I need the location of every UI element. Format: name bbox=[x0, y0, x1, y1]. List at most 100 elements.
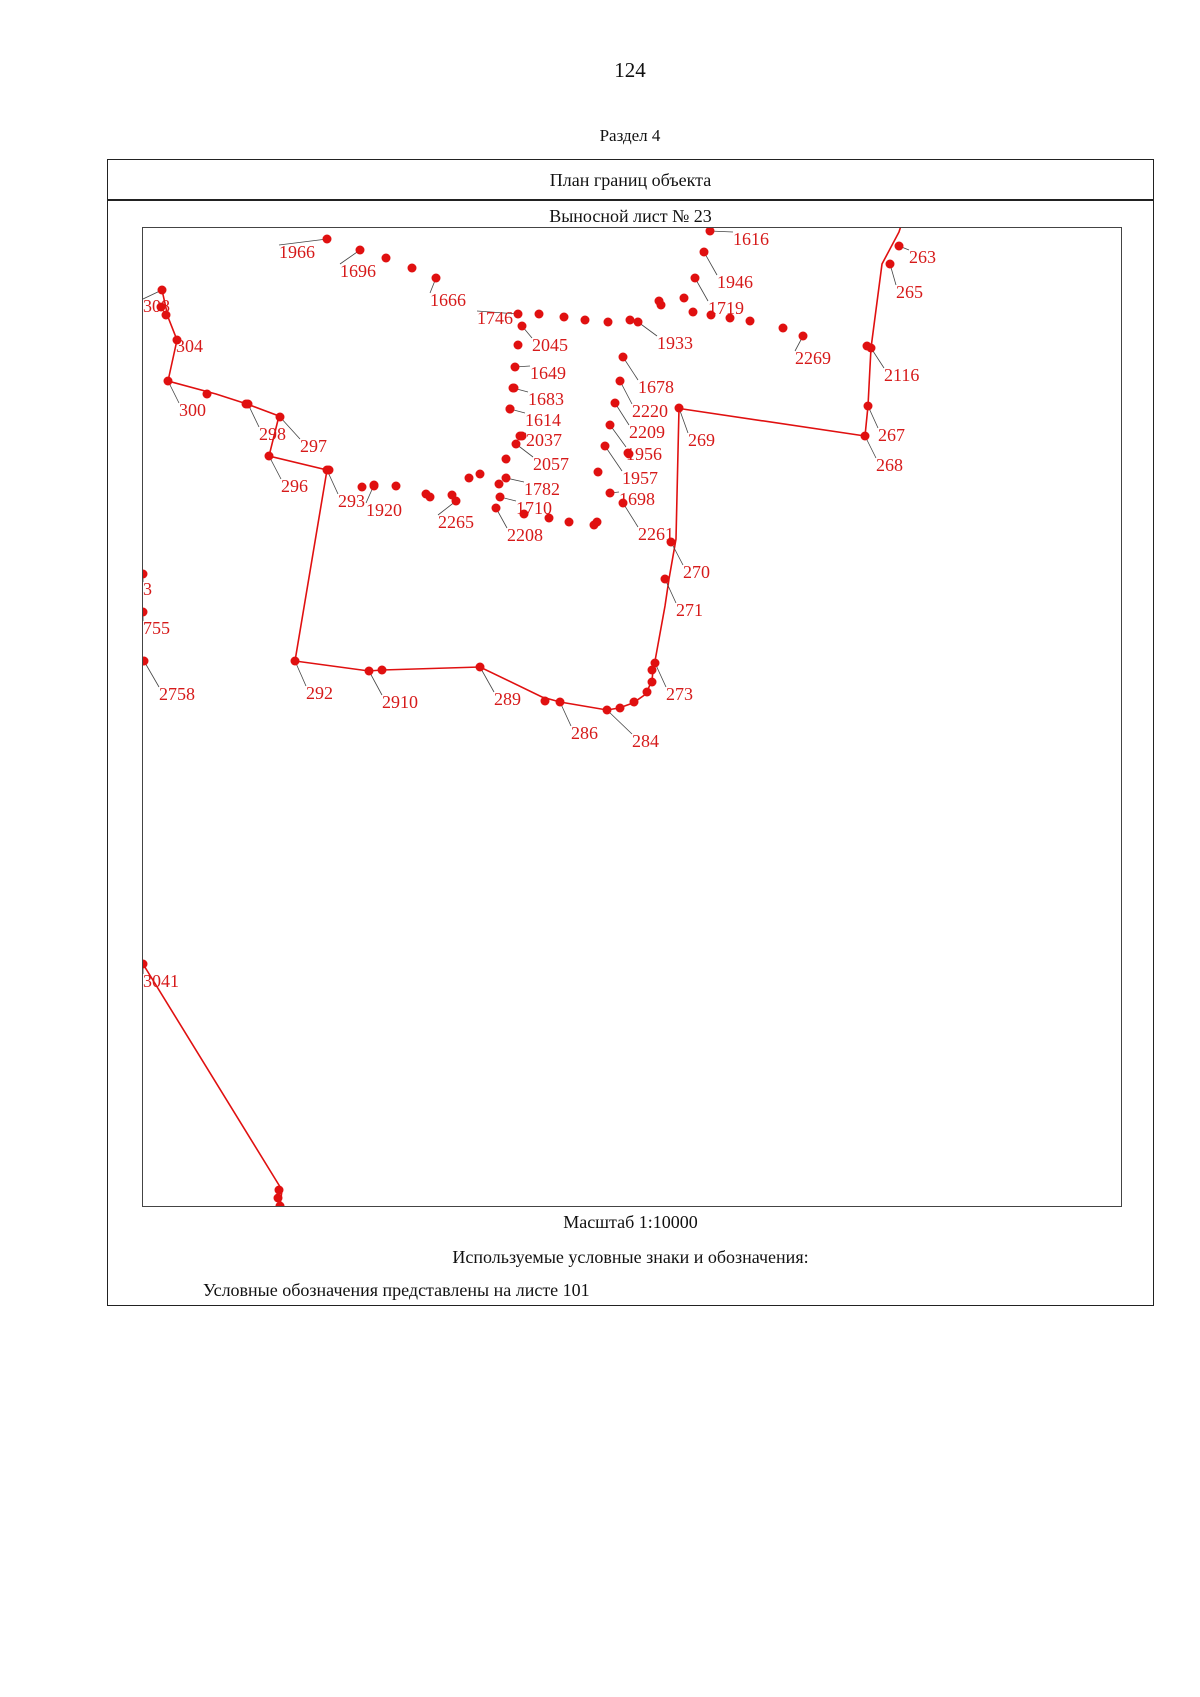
boundary-point-1666[interactable] bbox=[431, 273, 441, 283]
boundary-point-1678[interactable] bbox=[618, 352, 628, 362]
boundary-point-unlabeled-37[interactable] bbox=[593, 467, 603, 477]
boundary-point-1782[interactable] bbox=[501, 473, 511, 483]
boundary-point-284[interactable] bbox=[602, 705, 612, 715]
boundary-point-755[interactable] bbox=[143, 607, 148, 617]
boundary-point-1957[interactable] bbox=[600, 441, 610, 451]
boundary-point-2269[interactable] bbox=[798, 331, 808, 341]
boundary-point-2045[interactable] bbox=[517, 321, 527, 331]
boundary-point-267[interactable] bbox=[863, 401, 873, 411]
boundary-point-268[interactable] bbox=[860, 431, 870, 441]
boundary-point-unlabeled-34[interactable] bbox=[564, 517, 574, 527]
boundary-point-unlabeled-50[interactable] bbox=[161, 310, 171, 320]
boundary-point-2261[interactable] bbox=[618, 498, 628, 508]
boundary-point-unlabeled-10[interactable] bbox=[679, 293, 689, 303]
boundary-point-300[interactable] bbox=[163, 376, 173, 386]
boundary-point-270[interactable] bbox=[666, 537, 676, 547]
boundary-point-3[interactable] bbox=[143, 569, 148, 579]
boundary-point-unlabeled-14[interactable] bbox=[745, 316, 755, 326]
boundary-point-unlabeled-42[interactable] bbox=[629, 697, 639, 707]
boundary-point-unlabeled-41[interactable] bbox=[642, 687, 652, 697]
boundary-point-unlabeled-52[interactable] bbox=[273, 1193, 283, 1203]
boundary-point-unlabeled-22[interactable] bbox=[501, 454, 511, 464]
boundary-point-unlabeled-53[interactable] bbox=[275, 1201, 285, 1208]
boundary-point-unlabeled-5[interactable] bbox=[580, 315, 590, 325]
boundary-point-3041[interactable] bbox=[143, 959, 148, 969]
boundary-point-265[interactable] bbox=[885, 259, 895, 269]
boundary-point-unlabeled-29[interactable] bbox=[391, 481, 401, 491]
boundary-point-2057[interactable] bbox=[511, 439, 521, 449]
scale-label: Масштаб 1:10000 bbox=[563, 1212, 698, 1232]
boundary-point-unlabeled-48[interactable] bbox=[241, 399, 251, 409]
boundary-point-273[interactable] bbox=[650, 658, 660, 668]
boundary-line-2 bbox=[675, 228, 902, 437]
boundary-point-308[interactable] bbox=[157, 285, 167, 295]
boundary-point-2209[interactable] bbox=[610, 398, 620, 408]
boundary-point-unlabeled-32[interactable] bbox=[519, 509, 529, 519]
boundary-point-unlabeled-23[interactable] bbox=[494, 479, 504, 489]
boundary-point-1966[interactable] bbox=[322, 234, 332, 244]
boundary-point-unlabeled-3[interactable] bbox=[534, 309, 544, 319]
boundary-point-unlabeled-45[interactable] bbox=[377, 665, 387, 675]
boundary-point-unlabeled-31[interactable] bbox=[357, 482, 367, 492]
boundary-point-unlabeled-28[interactable] bbox=[425, 492, 435, 502]
boundary-point-unlabeled-26[interactable] bbox=[447, 490, 457, 500]
boundary-point-unlabeled-12[interactable] bbox=[706, 310, 716, 320]
boundary-point-296[interactable] bbox=[264, 451, 274, 461]
boundary-point-unlabeled-47[interactable] bbox=[202, 389, 212, 399]
boundary-point-unlabeled-20[interactable] bbox=[505, 404, 515, 414]
boundary-point-304[interactable] bbox=[172, 335, 182, 345]
boundary-point-1696[interactable] bbox=[355, 245, 365, 255]
point-label-1616: 1616 bbox=[733, 229, 769, 249]
boundary-point-unlabeled-7[interactable] bbox=[625, 315, 635, 325]
boundary-point-unlabeled-16[interactable] bbox=[862, 341, 872, 351]
boundary-point-unlabeled-1[interactable] bbox=[407, 263, 417, 273]
boundary-point-1946[interactable] bbox=[699, 247, 709, 257]
boundary-point-1956[interactable] bbox=[605, 420, 615, 430]
boundary-point-1616[interactable] bbox=[705, 228, 715, 236]
boundary-point-unlabeled-4[interactable] bbox=[559, 312, 569, 322]
boundary-point-269[interactable] bbox=[674, 403, 684, 413]
boundary-point-263[interactable] bbox=[894, 241, 904, 251]
boundary-point-unlabeled-19[interactable] bbox=[509, 383, 519, 393]
boundary-point-unlabeled-43[interactable] bbox=[615, 703, 625, 713]
boundary-point-1719[interactable] bbox=[690, 273, 700, 283]
boundary-point-271[interactable] bbox=[660, 574, 670, 584]
boundary-point-unlabeled-49[interactable] bbox=[156, 302, 166, 312]
boundary-point-unlabeled-6[interactable] bbox=[603, 317, 613, 327]
boundary-point-unlabeled-46[interactable] bbox=[324, 465, 334, 475]
leader-line-2758 bbox=[143, 660, 160, 688]
boundary-point-unlabeled-30[interactable] bbox=[369, 481, 379, 491]
boundary-point-unlabeled-13[interactable] bbox=[725, 313, 735, 323]
boundary-point-unlabeled-44[interactable] bbox=[540, 696, 550, 706]
boundary-point-unlabeled-51[interactable] bbox=[274, 1185, 284, 1195]
boundary-point-unlabeled-9[interactable] bbox=[656, 300, 666, 310]
boundary-point-1933[interactable] bbox=[633, 317, 643, 327]
point-label-2037: 2037 bbox=[526, 430, 562, 450]
boundary-point-297[interactable] bbox=[275, 412, 285, 422]
leader-line-2261 bbox=[622, 502, 639, 528]
boundary-point-unlabeled-25[interactable] bbox=[464, 473, 474, 483]
boundary-point-1698[interactable] bbox=[605, 488, 615, 498]
boundary-point-2208[interactable] bbox=[491, 503, 501, 513]
boundary-point-unlabeled-33[interactable] bbox=[544, 513, 554, 523]
boundary-point-2758[interactable] bbox=[143, 656, 149, 666]
boundary-point-1710[interactable] bbox=[495, 492, 505, 502]
boundary-point-2910[interactable] bbox=[364, 666, 374, 676]
boundary-point-292[interactable] bbox=[290, 656, 300, 666]
boundary-point-unlabeled-11[interactable] bbox=[688, 307, 698, 317]
boundary-point-unlabeled-24[interactable] bbox=[475, 469, 485, 479]
boundary-point-unlabeled-18[interactable] bbox=[513, 340, 523, 350]
boundary-point-unlabeled-38[interactable] bbox=[624, 449, 634, 459]
boundary-point-unlabeled-2[interactable] bbox=[381, 253, 391, 263]
boundary-point-unlabeled-40[interactable] bbox=[647, 665, 657, 675]
boundary-point-2220[interactable] bbox=[615, 376, 625, 386]
boundary-point-286[interactable] bbox=[555, 697, 565, 707]
boundary-point-1746[interactable] bbox=[513, 309, 523, 319]
boundary-point-unlabeled-36[interactable] bbox=[592, 517, 602, 527]
boundary-point-unlabeled-15[interactable] bbox=[778, 323, 788, 333]
boundary-point-unlabeled-21[interactable] bbox=[517, 431, 527, 441]
boundary-point-1649[interactable] bbox=[510, 362, 520, 372]
boundary-point-unlabeled-39[interactable] bbox=[647, 677, 657, 687]
boundary-point-289[interactable] bbox=[475, 662, 485, 672]
